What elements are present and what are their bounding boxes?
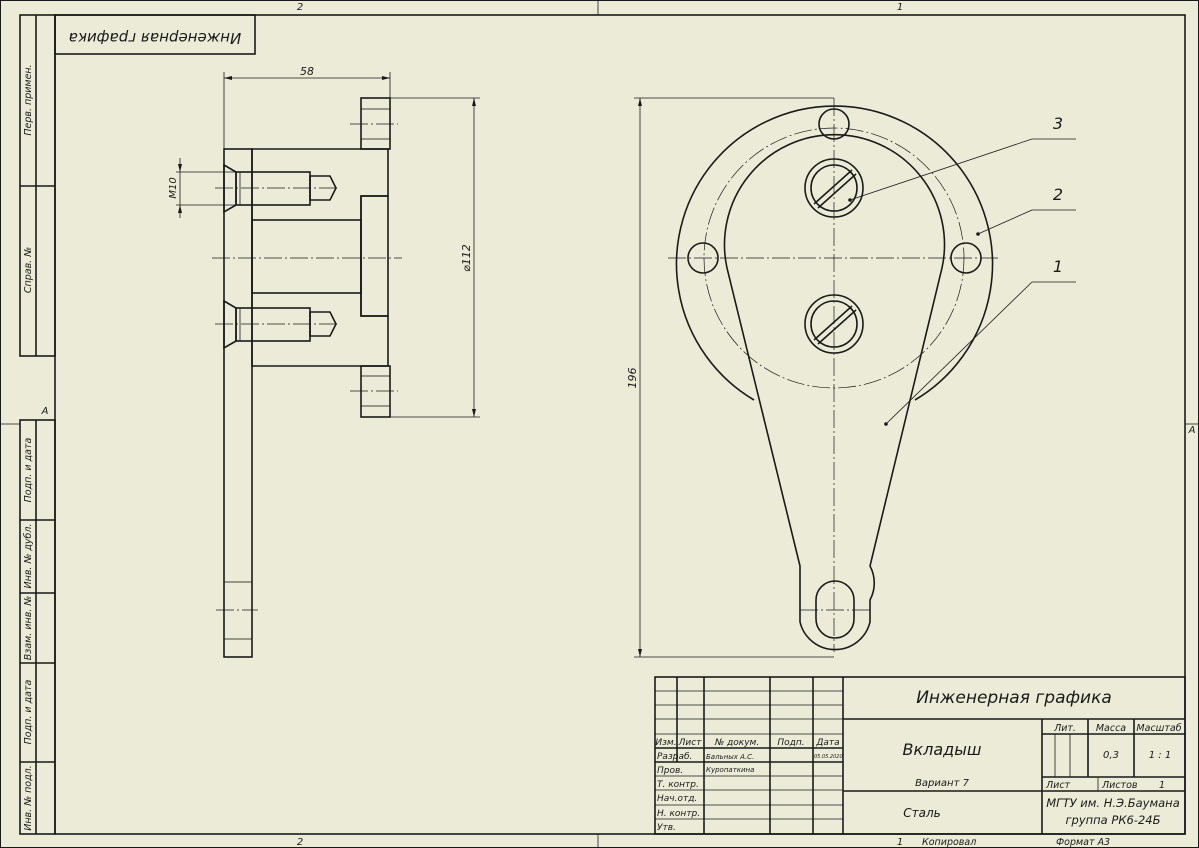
university-line2: группа РК6-24Б	[1066, 813, 1161, 827]
dim-height: 196	[626, 368, 639, 389]
row-name-0: Бальных А.С.	[706, 753, 754, 761]
footer-copied: Копировал	[922, 837, 976, 848]
row-role-3: Нач.отд.	[657, 794, 697, 804]
zone-label-bottom-right: 1	[897, 837, 903, 848]
row-role-4: Н. контр.	[657, 809, 700, 819]
university-line1: МГТУ им. Н.Э.Баумана	[1046, 796, 1180, 810]
header-lit: Лит.	[1053, 723, 1076, 734]
col-header-doc: № докум.	[714, 738, 759, 748]
row-role-2: Т. контр.	[657, 780, 699, 790]
dim-thread: M10	[168, 177, 179, 198]
dim-diameter: ⌀112	[460, 244, 473, 272]
side-stamp-2: Подп. и дата	[23, 437, 34, 502]
col-header-izm: Изм.	[655, 738, 676, 748]
col-header-sign: Подп.	[777, 738, 804, 748]
scale-value: 1 : 1	[1149, 750, 1171, 761]
sheets-label: Листов	[1101, 780, 1138, 791]
row-role-1: Пров.	[657, 766, 683, 776]
row-name-1: Куропаткина	[706, 766, 754, 774]
header-mass: Масса	[1096, 723, 1126, 734]
row-role-0: Разраб.	[657, 752, 692, 762]
mirrored-stamp-text: Инженерная графика	[69, 29, 242, 47]
side-stamp-5: Подп. и дата	[23, 679, 34, 744]
material: Сталь	[903, 806, 940, 820]
side-stamp-6: Инв. № подл.	[23, 765, 34, 831]
zone-label-side-left: A	[41, 406, 49, 417]
title-block: Инженерная графика Вкладыш Вариант 7 Ста…	[654, 676, 1186, 835]
screw-lower	[223, 299, 337, 350]
row-date-0: 05.05.2020	[814, 754, 843, 760]
footer-format: Формат А3	[1056, 837, 1110, 848]
footer: Копировал Формат А3	[922, 837, 1110, 848]
front-view	[668, 98, 1000, 652]
zone-label-top-right: 1	[897, 2, 903, 13]
col-header-date: Дата	[815, 738, 839, 748]
section-dimensions: 58 M10 ⌀112	[168, 65, 480, 418]
section-view	[212, 97, 402, 658]
variant: Вариант 7	[915, 778, 970, 789]
side-stamp-0: Перв. примен.	[23, 64, 34, 135]
balloon-3: 3	[1053, 114, 1063, 133]
zone-labels: 2 1 2 1 A A	[41, 2, 1196, 848]
side-stamp-4: Взам. инв. №	[23, 596, 34, 661]
side-stamp-3: Инв. № дубл.	[23, 524, 34, 589]
screw-upper	[223, 163, 337, 214]
balloon-1: 1	[1053, 257, 1063, 276]
zone-label-side-right: A	[1188, 425, 1196, 436]
mirrored-stamp: Инженерная графика	[54, 14, 256, 55]
side-stamps: Перв. примен. Справ. № Подп. и дата Инв.…	[19, 14, 56, 835]
part-balloons: 3 2 1	[848, 114, 1076, 426]
org-title: Инженерная графика	[916, 688, 1112, 708]
zone-label-top-left: 2	[297, 2, 303, 13]
mass-value: 0,3	[1103, 750, 1119, 761]
row-role-5: Утв.	[657, 823, 676, 833]
side-stamp-1: Справ. №	[23, 247, 34, 293]
dim-width: 58	[300, 65, 314, 78]
col-header-list: Лист	[678, 738, 703, 748]
sheets-value: 1	[1159, 780, 1165, 791]
header-scale: Масштаб	[1136, 723, 1181, 734]
sheet-label: Лист	[1045, 780, 1071, 791]
part-name: Вкладыш	[902, 740, 981, 759]
front-dimensions: 196	[626, 97, 834, 658]
balloon-2: 2	[1053, 185, 1063, 204]
zone-label-bottom-left: 2	[297, 837, 303, 848]
